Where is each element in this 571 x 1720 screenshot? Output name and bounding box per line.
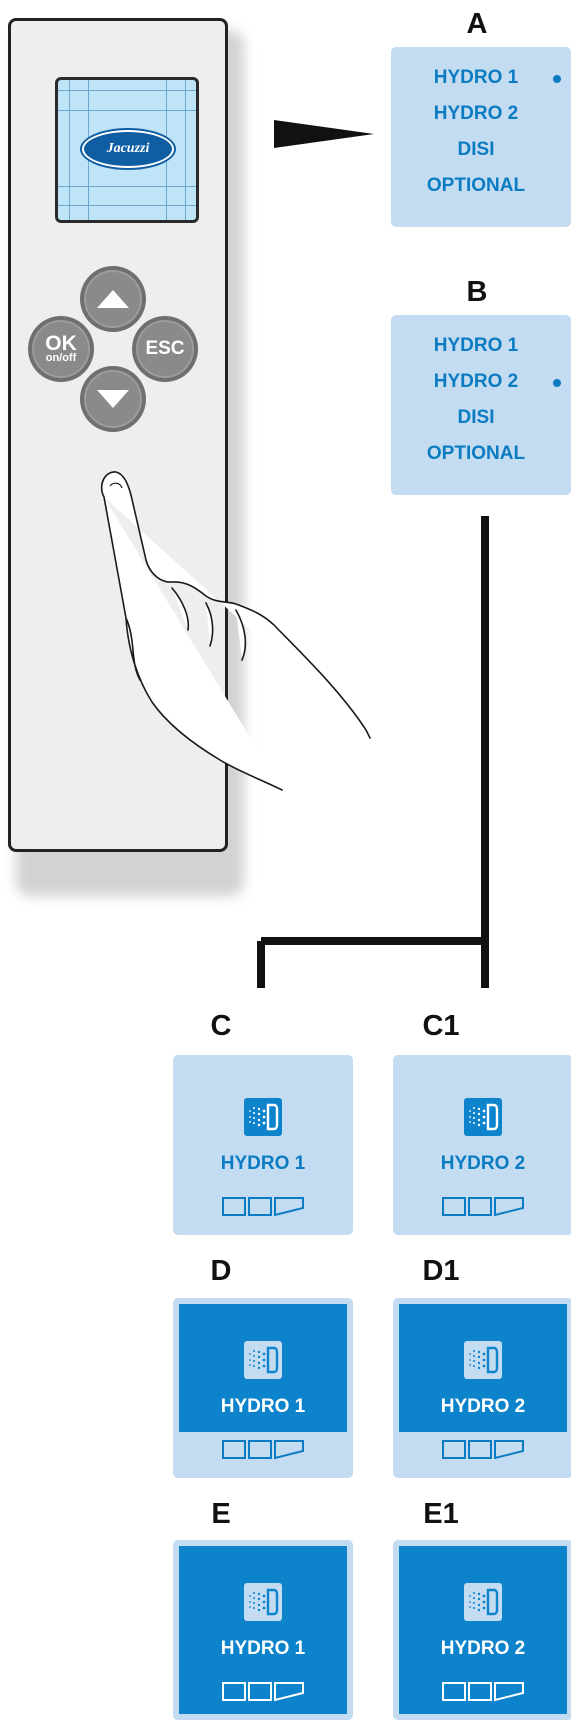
menu-item-hydro-1: HYDRO 1 (433, 335, 519, 356)
card-letter: D (210, 1255, 232, 1287)
menu-item-disi: DISI (457, 139, 495, 160)
card-label: HYDRO 2 (440, 1396, 526, 1417)
up-arrow-icon (97, 290, 129, 308)
hydro-jet-icon (464, 1583, 502, 1621)
menu-item-hydro-2: HYDRO 2 (433, 371, 519, 392)
level-indicator-icon (442, 1197, 524, 1217)
status-card: HYDRO 2 (393, 1540, 571, 1720)
down-button[interactable] (80, 366, 146, 432)
remote-control: Jacuzzi OK on/off ESC (8, 18, 228, 852)
status-card: HYDRO 1 (173, 1298, 353, 1478)
on-off-label: on/off (45, 352, 77, 364)
card-label: HYDRO 2 (440, 1153, 526, 1174)
card-label: HYDRO 2 (440, 1638, 526, 1659)
jacuzzi-logo: Jacuzzi (82, 130, 174, 168)
hydro-jet-icon (244, 1341, 282, 1379)
menu-panel-a: HYDRO 1 HYDRO 2 DISI OPTIONAL (391, 47, 571, 227)
hydro-jet-icon (244, 1098, 282, 1136)
menu-item-hydro-2: HYDRO 2 (433, 103, 519, 124)
hydro-jet-icon (464, 1341, 502, 1379)
card-letter: E (211, 1498, 231, 1530)
card-letter: C (210, 1010, 232, 1042)
menu-item-hydro-1: HYDRO 1 (433, 67, 519, 88)
card-label: HYDRO 1 (220, 1396, 306, 1417)
card-label: HYDRO 1 (220, 1638, 306, 1659)
level-indicator-icon (442, 1682, 524, 1702)
level-indicator-icon (222, 1440, 304, 1460)
card-label: HYDRO 1 (220, 1153, 306, 1174)
card-letter: C1 (422, 1010, 460, 1042)
esc-button[interactable]: ESC (132, 316, 198, 382)
pointer-arrow (274, 120, 374, 148)
selection-dot (553, 379, 561, 387)
hydro-jet-icon (244, 1583, 282, 1621)
hydro-jet-icon (464, 1098, 502, 1136)
selection-band (399, 1546, 567, 1714)
level-indicator-icon (222, 1197, 304, 1217)
menu-panel-b: HYDRO 1 HYDRO 2 DISI OPTIONAL (391, 315, 571, 495)
menu-item-disi: DISI (457, 407, 495, 428)
up-button[interactable] (80, 266, 146, 332)
menu-item-optional: OPTIONAL (426, 443, 526, 464)
menu-item-optional: OPTIONAL (426, 175, 526, 196)
status-card: HYDRO 2 (393, 1055, 571, 1235)
panel-b-letter: B (466, 276, 488, 308)
ok-on-off-button[interactable]: OK on/off (28, 316, 94, 382)
selection-dot (553, 75, 561, 83)
down-arrow-icon (97, 390, 129, 408)
status-card: HYDRO 2 (393, 1298, 571, 1478)
level-indicator-icon (442, 1440, 524, 1460)
remote-display: Jacuzzi (55, 77, 199, 223)
panel-a-letter: A (466, 8, 488, 40)
status-card: HYDRO 1 (173, 1055, 353, 1235)
level-indicator-icon (222, 1682, 304, 1702)
card-letter: E1 (423, 1498, 459, 1530)
ok-label: OK (45, 332, 77, 355)
selection-band (179, 1546, 347, 1714)
esc-label: ESC (145, 338, 185, 359)
card-letter: D1 (422, 1255, 460, 1287)
status-card: HYDRO 1 (173, 1540, 353, 1720)
